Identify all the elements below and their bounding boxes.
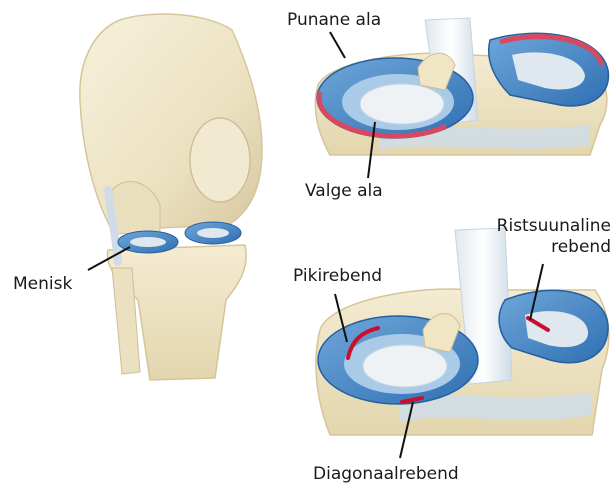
label-diagonaalrebend: Diagonaalrebend xyxy=(313,466,459,483)
label-pikirebend: Pikirebend xyxy=(293,268,382,285)
articular-surface xyxy=(360,84,444,124)
patella-bone xyxy=(190,118,250,202)
meniscus-zones-illustration xyxy=(315,18,608,178)
label-menisk: Menisk xyxy=(13,276,72,293)
punane-ala-leader-line xyxy=(330,32,345,58)
label-punane-ala: Punane ala xyxy=(287,12,381,29)
label-valge-ala: Valge ala xyxy=(305,183,383,200)
label-ristsuunaline-line1: Ristsuunaline xyxy=(497,218,611,235)
meniscus-tears-illustration xyxy=(316,228,609,458)
label-ristsuunaline-line2: rebend xyxy=(551,239,611,256)
knee-joint-illustration xyxy=(80,14,262,380)
